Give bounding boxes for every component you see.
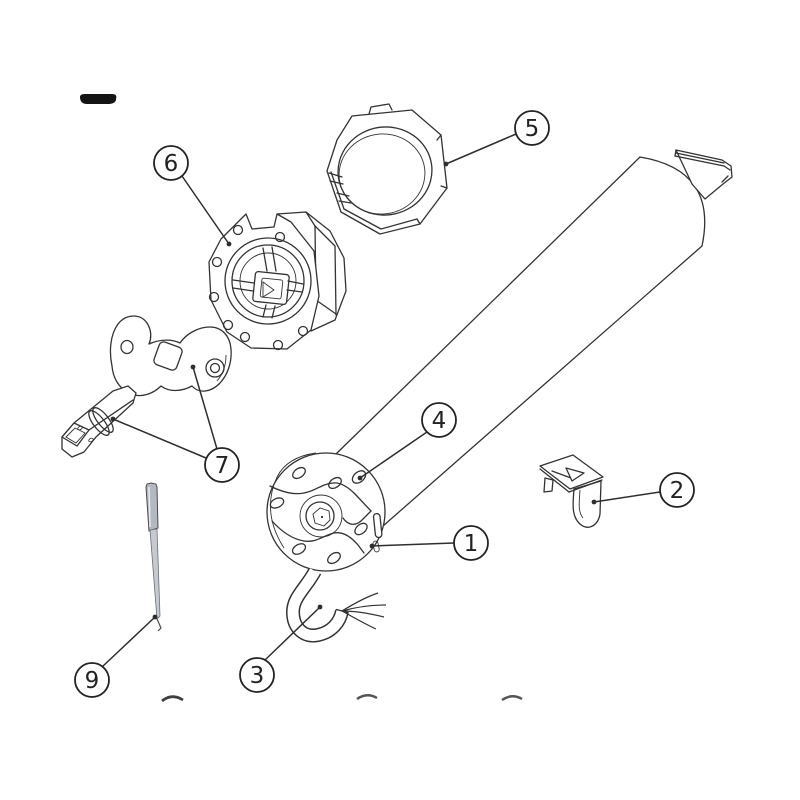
callout-1-label: 1 [464,531,479,557]
square-drive [61,385,137,458]
adapter-bolt-holes [208,224,309,351]
callout-7-label: 7 [215,453,230,479]
callout-6-label: 6 [164,151,179,177]
callout-2-label: 2 [670,478,685,504]
tube-end-tab [674,149,733,200]
callout-5: 5 [443,110,550,167]
clip-left-flap [543,477,554,493]
callout-9: 9 [74,614,158,698]
logo-dash [80,94,117,104]
head-rim-arc [270,452,317,549]
power-cable [285,567,387,643]
head-side-slot [372,512,383,539]
callout-7: 7 [110,364,240,483]
drive-adapter [208,211,347,351]
callout-1: 1 [369,525,489,561]
motor-head [266,452,386,572]
plate-square-hole [153,341,183,371]
clip-leg [572,480,602,528]
head-lug [342,510,372,525]
plate-left-hole [120,339,134,355]
adapter-spokes [232,246,304,319]
callout-9-label: 9 [85,668,100,694]
head-upper-contour [269,482,372,512]
cropped-arc-marks [161,694,523,703]
callout-6: 6 [153,145,232,247]
callout-4: 4 [357,402,457,481]
crown-ring [326,103,448,235]
square-drive-body [61,385,137,458]
bracket-plate [109,315,232,397]
crown-key-notches [328,172,352,204]
head-center-boss [299,494,343,538]
callout-3: 3 [239,604,323,693]
mounting-clip [539,454,604,528]
head-screw-holes [269,466,368,565]
callout-5-label: 5 [525,116,540,142]
plate-right-grommet [205,358,225,378]
callout-3-label: 3 [250,663,265,689]
adjustment-hole [351,470,367,484]
crown-bore [337,126,433,216]
head-lower-contour [271,520,365,554]
clip-notch [565,467,585,482]
callout-2: 2 [591,472,695,508]
setting-pin [145,482,162,632]
callout-4-label: 4 [432,408,447,434]
cable-wires [341,592,387,630]
